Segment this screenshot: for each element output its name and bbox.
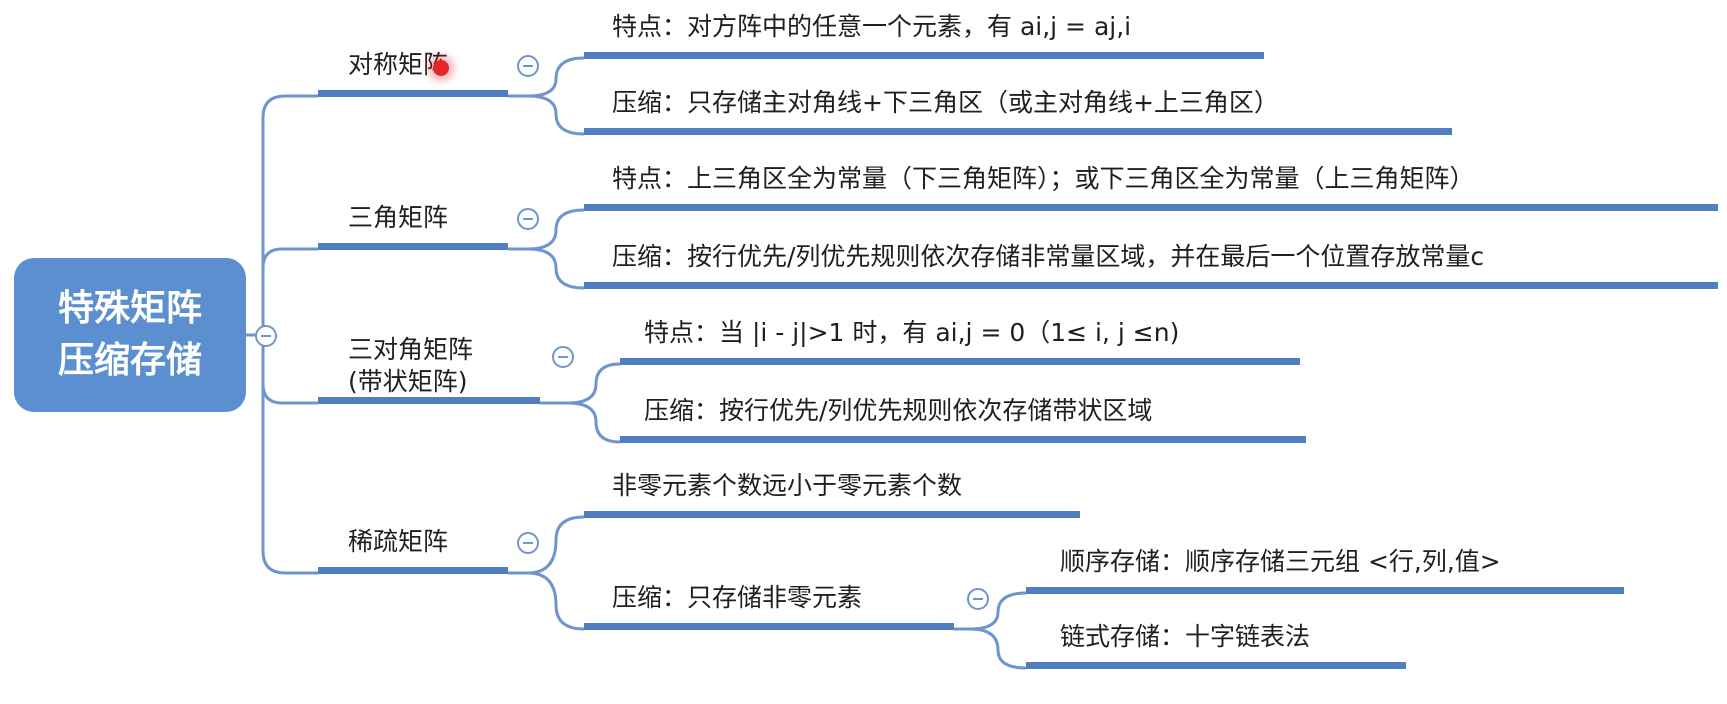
branch-symmetric-matrix[interactable]: 对称矩阵 — [348, 48, 448, 82]
link-compress-sequential — [954, 591, 1027, 631]
collapse-minus-icon[interactable] — [255, 325, 277, 347]
triangular-feature-text: 特点：上三角区全为常量（下三角矩阵）；或下三角区全为常量（上三角矩阵） — [612, 164, 1475, 193]
branch-sparse-label: 稀疏矩阵 — [348, 527, 449, 556]
symmetric-feature-text: 特点：对方阵中的任意一个元素，有 ai,j = aj,i — [612, 12, 1132, 41]
sparse-linked-underline — [1026, 662, 1406, 669]
sparse-compress-underline — [584, 623, 954, 630]
collapse-minus-icon[interactable] — [967, 588, 989, 610]
branch-triangular-matrix[interactable]: 三角矩阵 — [348, 201, 448, 235]
branch-sparse-matrix[interactable]: 稀疏矩阵 — [348, 525, 448, 559]
collapse-minus-icon[interactable] — [517, 208, 539, 230]
branch-tridiagonal-label-line2: (带状矩阵) — [348, 367, 468, 396]
collapse-minus-icon[interactable] — [517, 55, 539, 77]
branch-tridiagonal-underline — [318, 397, 540, 404]
link-spine-sparse — [261, 335, 318, 575]
sparse-feature-underline — [584, 511, 1080, 518]
triangular-compress-text: 压缩：按行优先/列优先规则依次存储非常量区域，并在最后一个位置存放常量c — [612, 242, 1485, 271]
triangular-feature-underline — [584, 204, 1718, 211]
sparse-compress-text[interactable]: 压缩：只存储非零元素 — [612, 583, 863, 612]
link-tridiagonal-compress — [540, 401, 621, 444]
tridiagonal-feature-text: 特点：当 |i - j|>1 时，有 ai,j = 0（1≤ i, j ≤n) — [644, 318, 1180, 347]
sparse-sequential-storage-text: 顺序存储：顺序存储三元组 <行,列,值> — [1060, 547, 1501, 576]
root-title-line1: 特殊矩阵 — [57, 288, 202, 329]
root-node-special-matrix-compression[interactable]: 特殊矩阵 压缩存储 — [14, 258, 246, 412]
collapse-minus-icon[interactable] — [517, 532, 539, 554]
sparse-sequential-underline — [1026, 587, 1624, 594]
link-triangular-compress — [508, 247, 585, 290]
sparse-feature-text: 非零元素个数远小于零元素个数 — [612, 471, 963, 500]
branch-symmetric-label: 对称矩阵 — [348, 50, 449, 79]
symmetric-compress-text: 压缩：只存储主对角线+下三角区（或主对角线+上三角区） — [612, 88, 1279, 117]
triangular-compress-underline — [584, 282, 1718, 289]
link-spine-triangular — [261, 247, 318, 335]
sparse-linked-storage-text: 链式存储：十字链表法 — [1060, 622, 1311, 651]
symmetric-feature-underline — [584, 52, 1264, 59]
link-compress-linked — [954, 627, 1027, 670]
branch-symmetric-underline — [318, 90, 508, 97]
branch-triangular-underline — [318, 243, 508, 250]
link-spine-symmetric — [261, 94, 318, 335]
red-cursor-dot — [433, 60, 449, 76]
branch-tridiagonal-label-line1: 三对角矩阵 — [348, 335, 474, 364]
branch-tridiagonal-matrix[interactable]: 三对角矩阵 (带状矩阵) — [348, 334, 473, 398]
symmetric-compress-underline — [584, 128, 1452, 135]
link-sparse-compress — [508, 571, 585, 631]
link-sparse-feature — [508, 515, 585, 575]
branch-triangular-label: 三角矩阵 — [348, 203, 449, 232]
collapse-minus-icon[interactable] — [552, 346, 574, 368]
link-symmetric-compress — [508, 94, 585, 136]
branch-sparse-underline — [318, 567, 508, 574]
tridiagonal-compress-text: 压缩：按行优先/列优先规则依次存储带状区域 — [644, 396, 1153, 425]
root-title-line2: 压缩存储 — [57, 340, 202, 381]
tridiagonal-feature-underline — [620, 358, 1300, 365]
link-tridiagonal-feature — [540, 362, 621, 405]
tridiagonal-compress-underline — [620, 436, 1306, 443]
